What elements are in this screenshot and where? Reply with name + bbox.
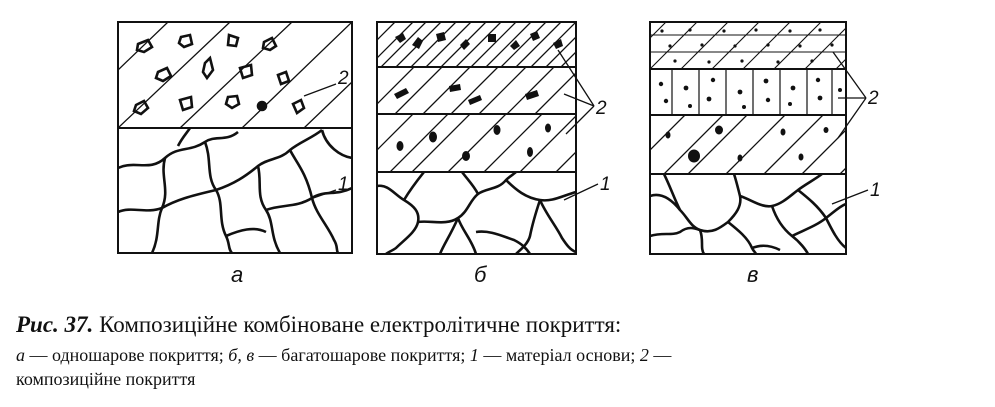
embedded-particles <box>394 31 563 161</box>
panel-letter-c: в <box>747 262 758 287</box>
leader-line-2 <box>303 83 337 97</box>
leader-line-1 <box>563 183 599 201</box>
layer-label-2: 2 <box>595 98 607 119</box>
legend-text-2: — <box>648 345 672 365</box>
layer-label-1: 1 <box>600 174 611 195</box>
coating-layer-wide-hatch <box>377 114 576 172</box>
legend-text-bv: — багатошарове покриття; <box>254 345 470 365</box>
caption-legend-line: а — одношарове покриття; б, в — багатоша… <box>16 343 671 368</box>
base-grain-boundaries <box>377 172 576 254</box>
coating-layer-diamond-grid <box>650 22 846 69</box>
layer-label-1: 1 <box>338 174 349 195</box>
embedded-particles <box>132 33 306 116</box>
leader-line-1 <box>301 189 337 203</box>
coating-layer-cells <box>671 69 833 115</box>
base-grain-boundaries <box>650 174 846 254</box>
coating-layer-hatched <box>118 22 352 128</box>
panel-letter-b: б <box>474 262 488 287</box>
panel-letter-a: а <box>231 262 243 287</box>
embedded-particles <box>658 28 842 163</box>
coating-layer-mid-hatch <box>377 67 576 114</box>
base-grain-boundaries <box>118 128 352 253</box>
layer-label-2: 2 <box>867 88 879 109</box>
caption-title: Композиційне комбіноване електролітичне … <box>99 312 622 337</box>
layer-label-1: 1 <box>870 180 881 201</box>
layer-label-2: 2 <box>337 68 349 89</box>
leader-line-1 <box>831 189 869 205</box>
coating-layer-dense-hatch <box>377 22 576 67</box>
panel-c: 2 1 в <box>649 21 881 287</box>
leader-lines-2 <box>557 49 595 135</box>
panel-a: 2 1 а <box>117 21 353 287</box>
legend-text-2-cont: композиційне покриття <box>16 369 196 389</box>
legend-text-1: — матеріал основи; <box>478 345 640 365</box>
legend-key-bv: б, в <box>228 345 255 365</box>
leader-lines-2 <box>832 51 867 139</box>
legend-key-1: 1 <box>469 345 479 365</box>
panel-b: 2 1 б <box>376 21 611 287</box>
legend-key-a: а <box>16 345 25 365</box>
figure-number: Рис. 37. <box>16 312 94 337</box>
caption-legend-line-2: композиційне покриття <box>16 367 195 392</box>
caption-title-line: Рис. 37. Композиційне комбіноване електр… <box>16 312 621 337</box>
legend-key-2: 2 <box>639 345 649 365</box>
legend-text-a: — одношарове покриття; <box>25 345 229 365</box>
coating-figure: 2 1 а <box>117 21 881 287</box>
